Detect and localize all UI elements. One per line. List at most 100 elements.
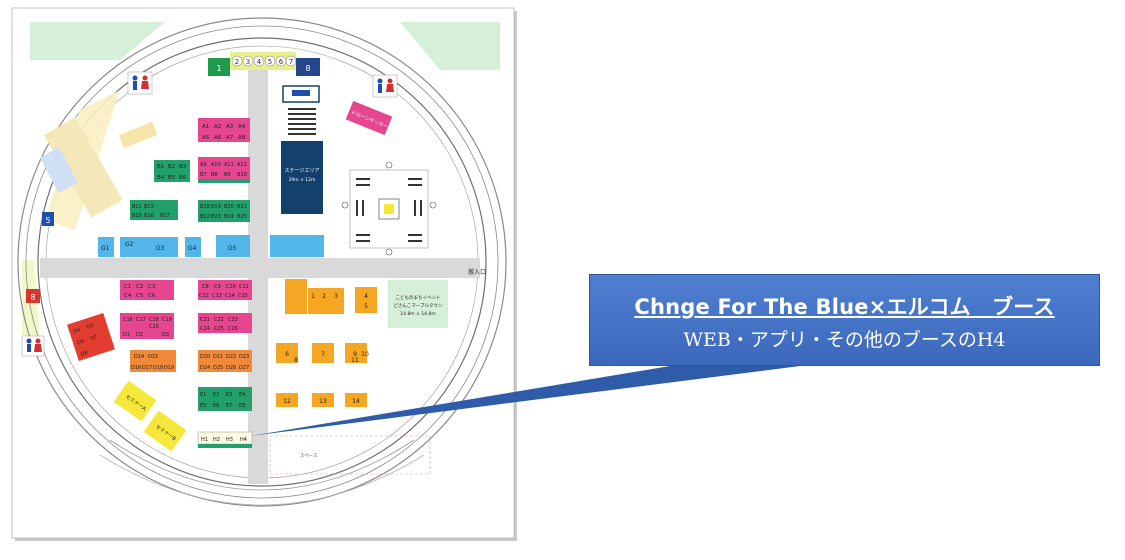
booth-label: B12	[132, 204, 142, 210]
booth-label: A8	[238, 135, 246, 141]
booth-label: B5	[168, 175, 176, 181]
booth-label: C26	[228, 326, 238, 332]
block-e: E1 E2 E3 E4 E5 E6 E7 E8	[198, 387, 252, 411]
booth-label: D2	[136, 332, 143, 338]
booth-label: C17	[136, 317, 146, 323]
booth-label: A1	[202, 124, 209, 130]
restroom-icon	[372, 74, 398, 98]
entrance-label: 搬入口	[468, 268, 486, 276]
booth-label: D6	[76, 339, 85, 347]
booth-number: 1	[311, 293, 315, 300]
block-b: B1 B2 B3 B4 B5 B6	[154, 160, 190, 182]
gate-label-8: 8	[305, 64, 310, 73]
booth-label: D27	[239, 365, 249, 371]
booth-number: 5	[364, 303, 368, 310]
booth-label: H1	[201, 437, 208, 443]
booth-label: E2	[213, 392, 219, 398]
booth-number: 6	[285, 351, 289, 358]
outer-ring-2	[25, 25, 499, 499]
space-label: スペース	[300, 453, 318, 459]
booth-label: G4	[188, 245, 197, 252]
booth-label: B19	[211, 204, 221, 210]
booth-label: B22	[200, 214, 210, 220]
booth-label: B16	[144, 213, 154, 219]
booth-label: B1	[157, 164, 164, 170]
booth-label: A6	[214, 135, 222, 141]
booth-label: D15	[148, 354, 158, 360]
outer-ring	[17, 17, 507, 507]
booth-label: A5	[202, 135, 210, 141]
side-badge-8: 8	[30, 293, 35, 302]
block-c8: C8 C9 C10 C11 C12 C13 C14 C15	[198, 280, 252, 300]
side-badge-red	[26, 289, 40, 303]
booth-label: B23	[211, 214, 221, 220]
main-aisle-horizontal	[40, 258, 480, 278]
booth-label: D20	[200, 354, 210, 360]
booth-label: B21	[237, 204, 247, 210]
booth-label: B17	[160, 213, 170, 219]
booth-label: C9	[214, 284, 221, 290]
bottom-stand-line	[109, 439, 415, 491]
bottom-stand-line	[99, 454, 425, 506]
booth-label: D26	[226, 365, 236, 371]
booth-label: C19	[162, 317, 172, 323]
booth-label: C23	[228, 317, 238, 323]
booth-label: H2	[213, 437, 220, 443]
booth-label: B24	[224, 214, 234, 220]
gate-label-3: 3	[246, 58, 250, 66]
booth-label: A11	[224, 162, 234, 168]
booth-label: B2	[168, 164, 175, 170]
kids-event-label-2: どさんこマーブルタウン	[393, 302, 443, 309]
gate-label-5: 5	[268, 58, 272, 66]
booth-label: G2	[125, 241, 134, 248]
booth-label: C14	[225, 293, 235, 299]
block-c21: C21 C22 C23 C24 C25 C26	[198, 313, 252, 333]
booth-number: 11	[351, 357, 359, 364]
booth-label: B8	[211, 172, 218, 178]
block-h: H1 H2 H3 H4	[197, 431, 253, 448]
booth-label: B18	[200, 204, 210, 210]
gate-label-2: 2	[235, 58, 239, 66]
booth-label: B3	[179, 164, 187, 170]
booth-label: C15	[238, 293, 248, 299]
booth-label: C4	[124, 293, 132, 299]
booth-label: D17	[142, 365, 152, 371]
booth-label: C10	[226, 284, 236, 290]
block-g: G1 G2 G3 G4 G5	[98, 235, 324, 257]
booth-label: C8	[202, 284, 209, 290]
block-b18: B18 B19 B20 B21 B22 B23 B24 B25	[198, 200, 250, 222]
concourse-booth-area	[43, 117, 123, 218]
side-badge-blue	[42, 212, 54, 226]
booth-label: G1	[101, 245, 110, 252]
booth-label: C18	[149, 317, 159, 323]
block-d14: D14 D15 D16 D17 D18 D19	[130, 350, 176, 372]
gate-label-7: 7	[289, 58, 293, 66]
table-arrangement	[341, 161, 437, 256]
space-area	[269, 435, 431, 475]
booth-label: B13	[144, 204, 154, 210]
booth-label: D7	[90, 334, 99, 342]
block-c: C1 C2 C3 C4 C5 C6	[120, 280, 174, 300]
booth-label: D21	[213, 354, 223, 360]
booth-label: D3	[162, 332, 169, 338]
booth-label: A7	[226, 135, 234, 141]
booth-label: D18	[153, 365, 163, 371]
booth-label: E4	[239, 392, 245, 398]
booth-label: C16	[123, 317, 133, 323]
booth-callout: Chnge For The Blue×エルコム ブース WEB・アプリ・その他の…	[589, 274, 1100, 366]
booth-label: B4	[157, 175, 165, 181]
restroom-icon	[127, 71, 153, 95]
booth-label: C13	[212, 293, 222, 299]
booth-label: C5	[136, 293, 144, 299]
entrance-gates: 1 2 3 4 5 6 7 8	[208, 52, 320, 76]
booth-label: D25	[213, 365, 223, 371]
booth-label: E5	[200, 403, 206, 409]
kids-event-size: 14.8m × 14.8m	[400, 311, 435, 317]
booth-label: B15	[132, 213, 142, 219]
booth-label: D14	[134, 354, 144, 360]
stage-screen-inner	[292, 90, 310, 96]
booth-label: A9	[200, 162, 207, 168]
booth-number: 14	[352, 398, 360, 405]
booth-label: H3	[226, 437, 233, 443]
booth-label: E8	[239, 403, 245, 409]
